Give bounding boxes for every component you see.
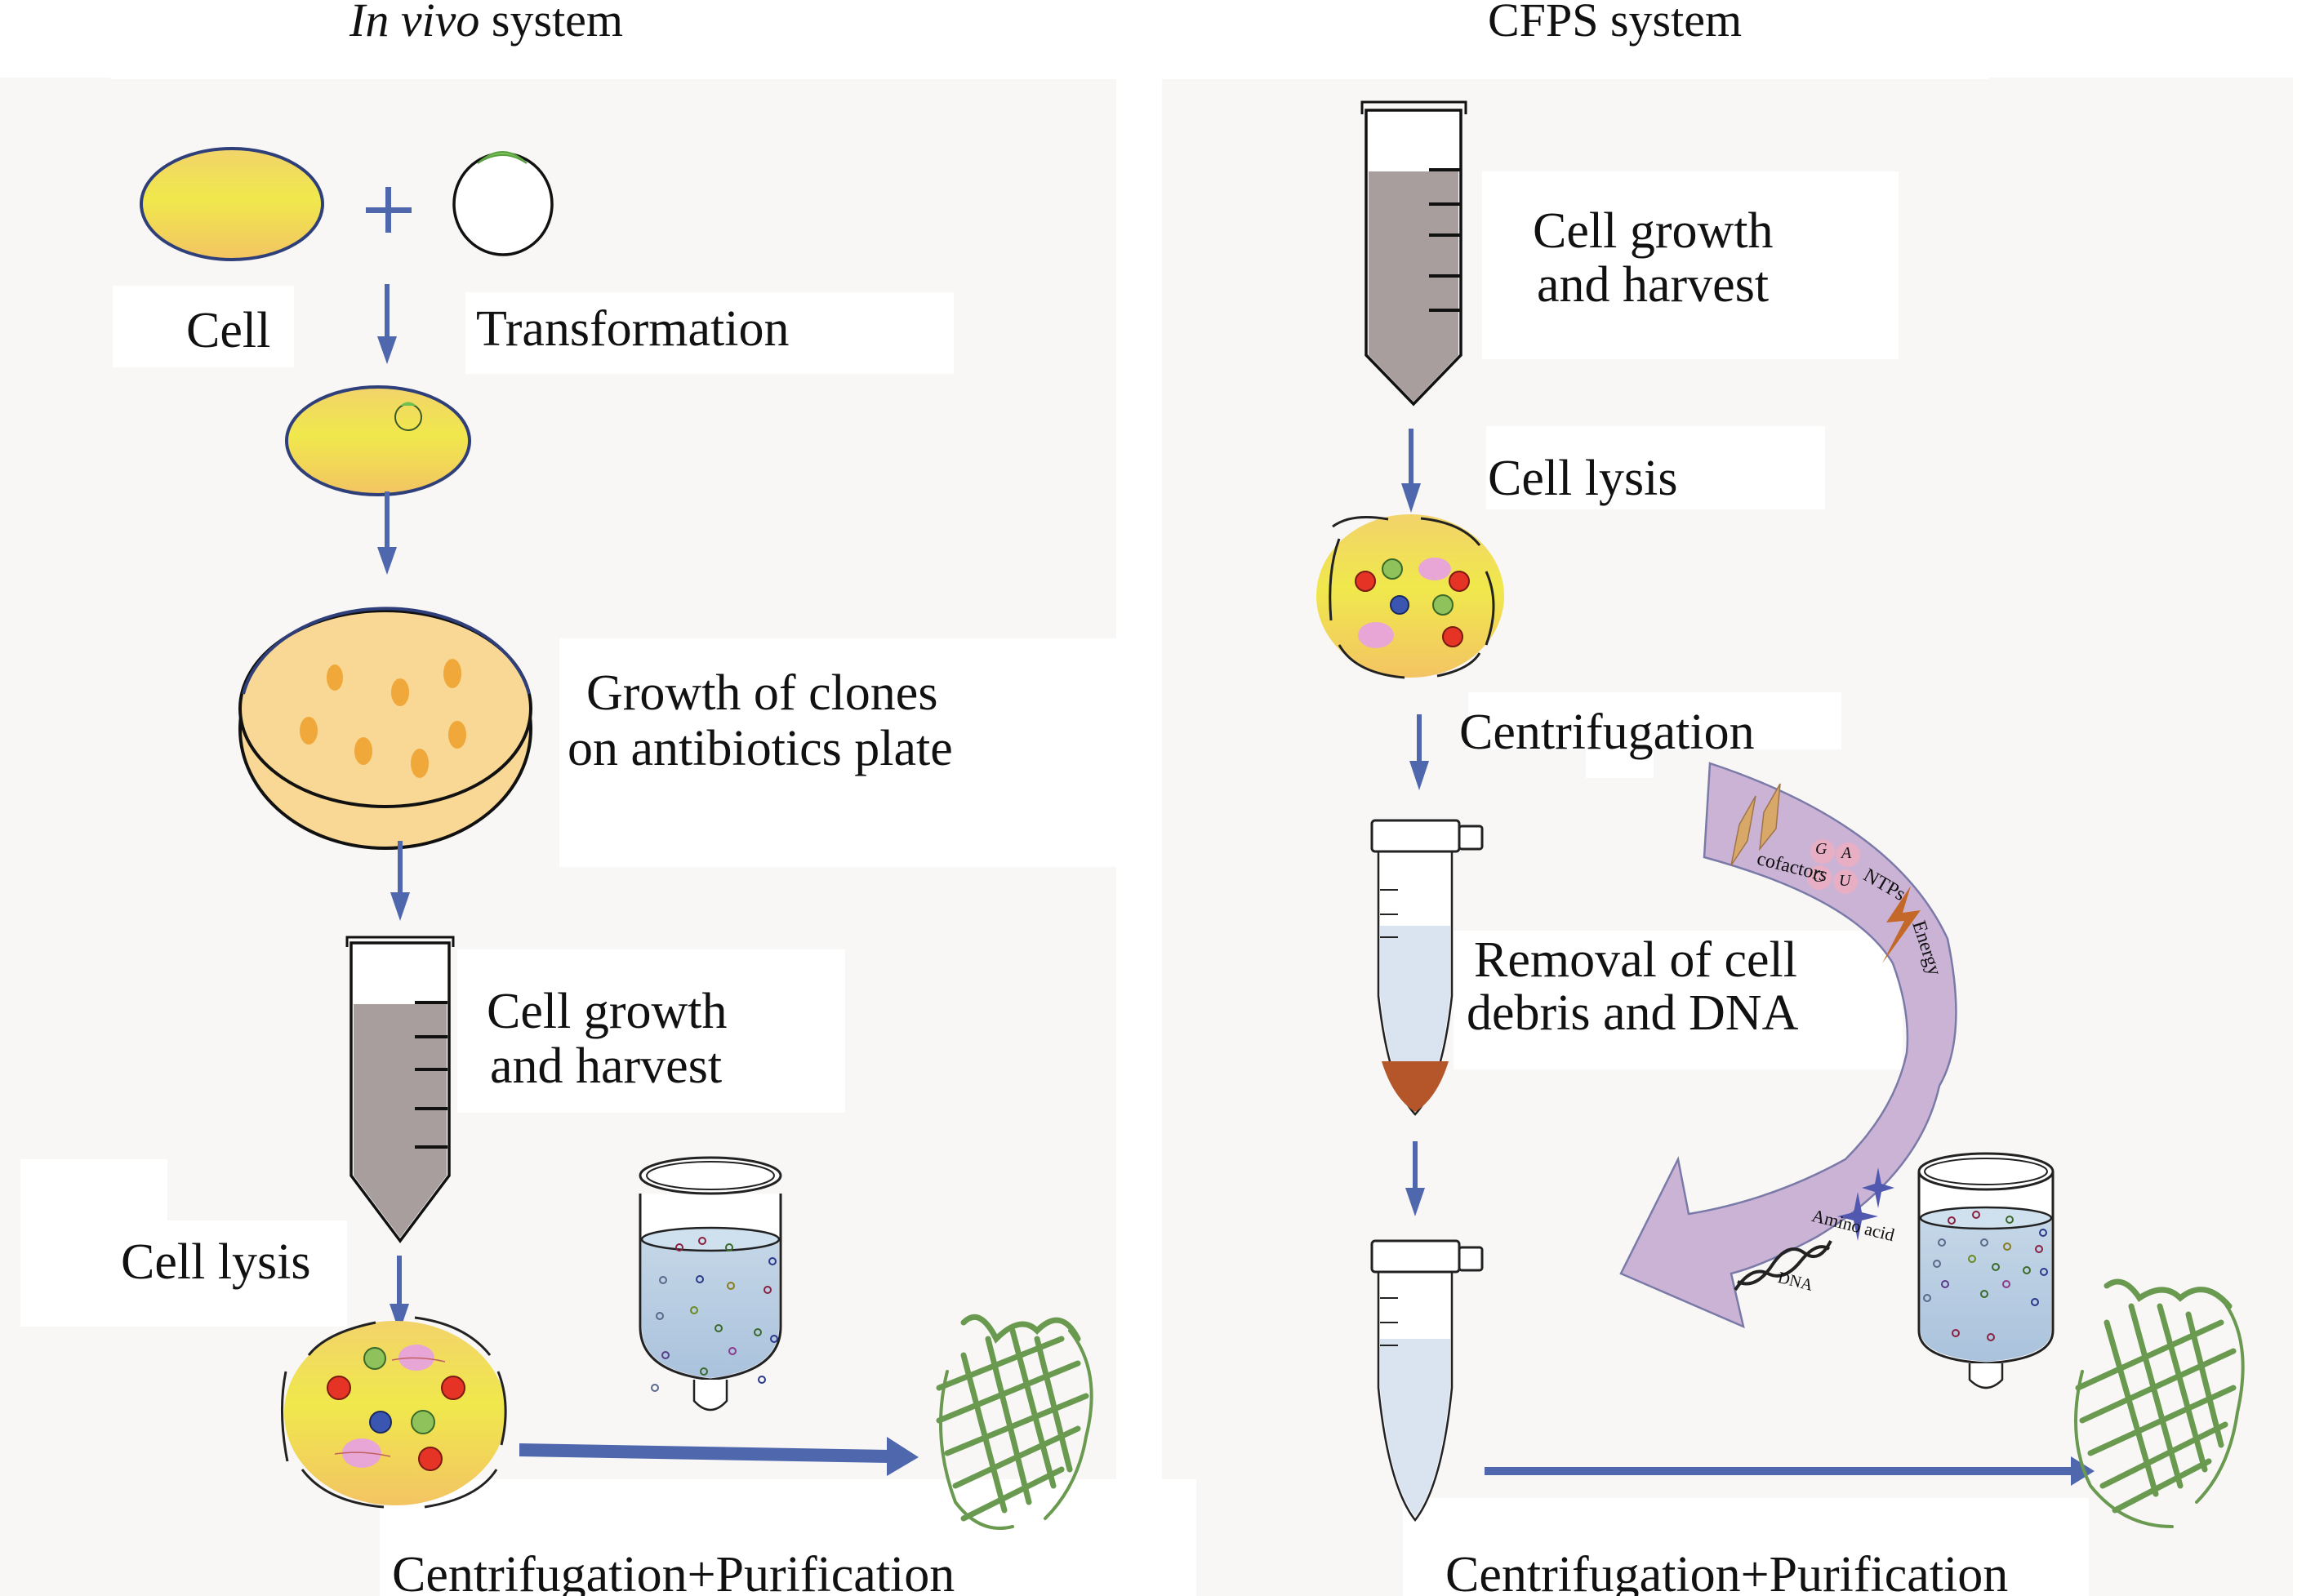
petri-dish-icon [238,607,532,850]
eppendorf-tube-clear-icon [1370,1239,1484,1523]
label-box-lysis-right [1486,426,1825,509]
label-plate-line2: on antibiotics plate [568,721,953,776]
purification-column-icon-right [1917,1152,2055,1389]
cfps-title-box [1143,0,1988,79]
down-arrow-1 [377,284,397,364]
cfps-title: CFPS system [1488,0,1743,47]
down-arrow-r3 [1405,1141,1425,1216]
label-transformation: Transformation [476,301,790,357]
label-box-centrif-right [1468,692,1841,749]
label-nucleotide-c: C [1813,868,1824,886]
falcon-tube-icon-right [1360,100,1467,407]
right-arrow-right [1485,1456,2095,1486]
eppendorf-tube-pellet-icon [1370,819,1484,1116]
label-nucleotide-a: A [1841,844,1852,862]
falcon-tube-icon [345,936,455,1243]
label-lysis-left: Cell lysis [121,1234,311,1290]
label-plate-line1: Growth of clones [586,665,938,721]
plasmid-icon [452,151,554,256]
label-box-growth-right [1482,171,1899,359]
label-purification-right: Centrifugation+Purification [1445,1547,2009,1596]
label-box-plate [559,638,1119,867]
down-arrow-2 [377,491,397,575]
supplement-curved-arrow [1619,762,1957,1329]
label-cell: Cell [186,303,271,358]
transformed-cell-icon [285,385,471,496]
label-box-cell [113,286,294,367]
in-vivo-title: In vivo system [349,0,623,44]
label-box-transformation [465,292,954,374]
protein-structure-icon [936,1314,1093,1530]
lysed-cell-icon [280,1316,507,1509]
plus-icon [366,187,412,233]
label-box-purif-right [1403,1498,2089,1596]
purification-column-icon [639,1156,782,1412]
down-arrow-4 [390,1256,409,1332]
label-centrifugation-right: Centrifugation [1459,705,1755,760]
label-removal-line2: debris and DNA [1467,985,1799,1041]
label-box-centrif-right-2 [1586,749,1654,778]
label-removal-line1: Removal of cell [1474,932,1797,988]
label-lysis-right: Cell lysis [1488,451,1678,506]
label-purification-left: Centrifugation+Purification [392,1547,955,1596]
protein-structure-icon-right [2074,1278,2245,1528]
label-box-growth-left [457,949,845,1113]
label-nucleotide-u: U [1839,872,1851,890]
label-nucleotide-g: G [1815,840,1828,858]
cell-icon [140,147,324,261]
in-vivo-title-italic: In vivo [349,0,480,47]
down-arrow-r1 [1401,429,1421,513]
right-arrow-left [519,1437,919,1476]
lysed-cell-icon-right [1316,514,1504,679]
label-growth-left-line2: and harvest [490,1038,723,1094]
label-box-lysis-left-2 [20,1220,347,1327]
label-growth-right-line1: Cell growth [1533,203,1774,259]
down-arrow-r2 [1409,714,1429,790]
label-box-removal [1454,931,1903,1069]
label-growth-right-line2: and harvest [1537,257,1770,313]
in-vivo-title-box [110,0,1119,79]
in-vivo-title-rest: system [479,0,624,47]
down-arrow-3 [390,841,410,921]
label-growth-left-line1: Cell growth [487,984,728,1039]
